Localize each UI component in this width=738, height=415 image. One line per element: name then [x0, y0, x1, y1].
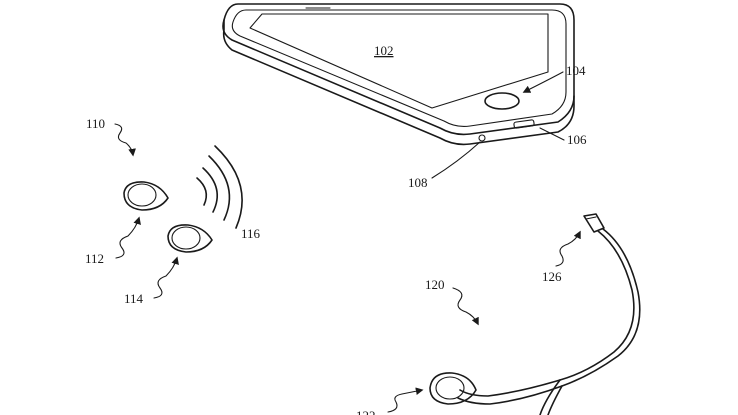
leader-112	[115, 216, 141, 259]
phone-screen	[249, 13, 549, 109]
wired-headset	[429, 213, 641, 415]
label-108: 108	[408, 175, 428, 190]
label-126: 126	[542, 269, 562, 284]
smartphone	[222, 3, 575, 146]
label-110: 110	[86, 116, 105, 131]
label-114: 114	[124, 291, 144, 306]
cable	[559, 230, 635, 381]
label-106: 106	[567, 132, 587, 147]
leader-108	[431, 141, 481, 179]
wired-earbud-mesh	[435, 376, 465, 400]
leader-110	[114, 123, 136, 157]
leader-126	[555, 230, 581, 267]
label-102: 102	[374, 43, 394, 58]
leader-122	[387, 387, 424, 413]
phone-side-edge	[222, 19, 575, 146]
lightning-port	[513, 119, 535, 129]
label-104: 104	[566, 63, 586, 78]
headphone-jack	[478, 134, 486, 142]
wireless-earbuds	[123, 181, 213, 253]
leader-114	[153, 256, 179, 299]
leader-104	[522, 71, 564, 93]
label-116: 116	[241, 226, 261, 241]
phone-bezel	[231, 9, 567, 127]
wireless-signal	[196, 145, 243, 229]
right-earbud-mesh	[171, 226, 201, 250]
left-earbud-mesh	[127, 183, 157, 207]
label-112: 112	[85, 251, 104, 266]
left-earbud	[123, 181, 169, 211]
label-120: 120	[425, 277, 445, 292]
wired-earbud	[429, 372, 477, 405]
label-122: 122	[356, 408, 376, 415]
home-button	[484, 92, 520, 110]
leader-106	[539, 127, 565, 141]
wired-connector	[583, 213, 605, 233]
leader-120	[452, 287, 479, 326]
right-earbud	[167, 224, 213, 253]
